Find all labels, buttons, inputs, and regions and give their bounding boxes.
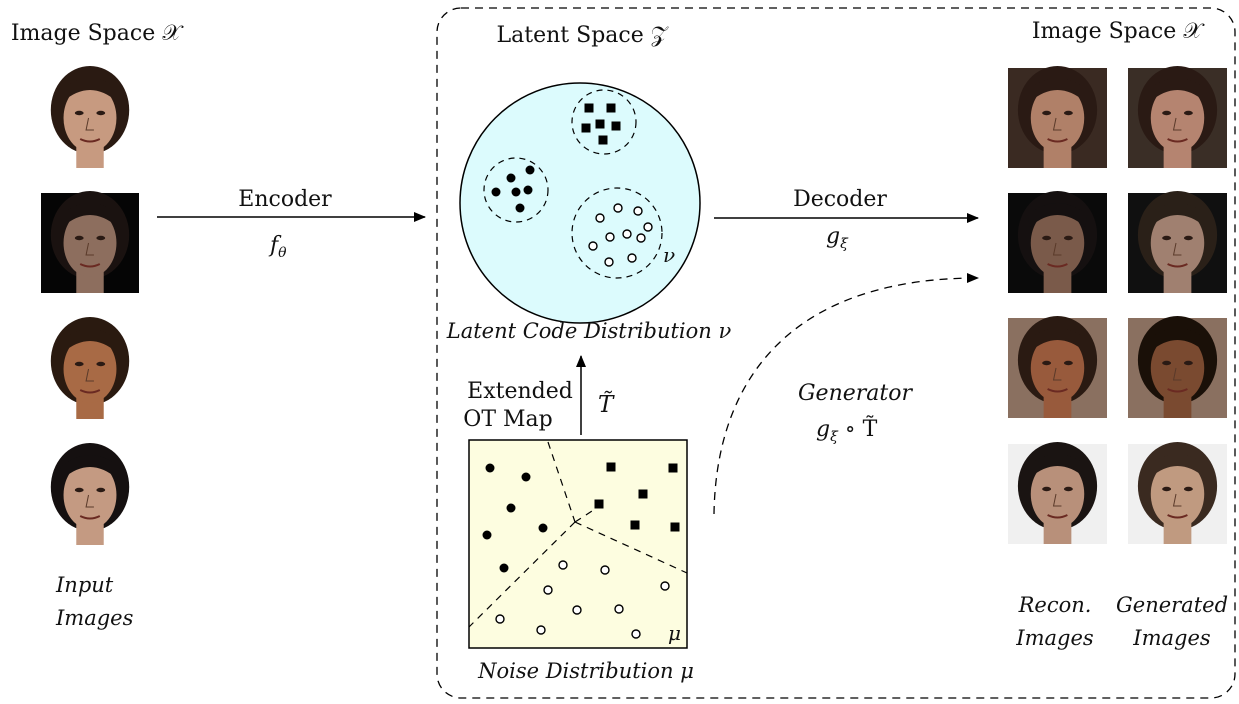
noise-dot-point	[506, 503, 516, 513]
latent-circle-point	[622, 229, 632, 239]
cluster-circles-boundary	[571, 187, 663, 279]
latent-distribution-circle	[459, 82, 701, 324]
decoder-symbol: gξ	[826, 224, 849, 252]
latent-circle-point	[613, 203, 623, 213]
input-face-column	[41, 66, 139, 545]
noise-square-point	[594, 499, 604, 509]
noise-circle-point	[631, 629, 641, 639]
noise-circle-points	[495, 560, 670, 639]
latent-space-box	[436, 7, 1236, 699]
noise-square-points	[594, 462, 680, 532]
encoder-label: Encoder	[238, 187, 332, 212]
latent-dot-point	[506, 173, 516, 183]
latent-dot-point	[523, 185, 533, 195]
latent-circle-point	[627, 253, 637, 263]
latent-circle-point	[595, 213, 605, 223]
latent-square-point	[598, 135, 608, 145]
input-caption-line1: Input	[55, 573, 114, 597]
latent-dot-point	[491, 187, 501, 197]
face-portrait	[1128, 316, 1227, 418]
latent-space-title: Latent Space 𝒵	[497, 23, 669, 48]
noise-circle-point	[558, 560, 568, 570]
right-image-space-title: Image Space 𝒳	[1032, 19, 1205, 44]
ot-map-symbol: T̃	[598, 392, 615, 418]
latent-square-point	[595, 119, 605, 129]
face-portrait	[41, 66, 139, 168]
ot-map-label-line2: OT Map	[463, 407, 552, 432]
generator-label: Generator	[798, 381, 914, 406]
generator-symbol: gξ ∘ T̃	[816, 416, 878, 445]
recon-caption-line2: Images	[1015, 626, 1094, 650]
cluster-dots-boundary	[483, 157, 549, 223]
decoder-label: Decoder	[793, 187, 887, 212]
latent-square-point	[581, 123, 591, 133]
latent-square-point	[611, 121, 621, 131]
noise-circle-point	[600, 565, 610, 575]
face-portrait	[1008, 191, 1107, 293]
noise-dot-points	[482, 463, 548, 573]
latent-circle-point	[643, 222, 653, 232]
generated-face-column	[1128, 66, 1227, 544]
latent-dot-point	[511, 187, 521, 197]
noise-square-point	[670, 522, 680, 532]
generated-caption-line2: Images	[1132, 626, 1211, 650]
noise-caption: Noise Distribution μ	[477, 659, 694, 683]
face-portrait	[41, 191, 139, 293]
face-portrait	[1008, 66, 1107, 168]
generator-arrow	[713, 273, 979, 515]
noise-circle-point	[495, 614, 505, 624]
face-portrait	[1128, 66, 1227, 168]
noise-symbol: μ	[668, 621, 681, 645]
left-image-space-title: Image Space 𝒳	[11, 21, 184, 46]
noise-square-point	[630, 520, 640, 530]
face-portrait	[1128, 191, 1227, 293]
generated-caption-line1: Generated	[1116, 593, 1228, 617]
face-portrait	[1128, 442, 1227, 544]
noise-circle-point	[543, 585, 553, 595]
face-portrait	[1008, 442, 1107, 544]
input-caption-line2: Images	[55, 606, 134, 630]
face-portrait	[41, 443, 139, 545]
latent-circle-point	[604, 257, 614, 267]
latent-square-point	[606, 103, 616, 113]
noise-circle-point	[614, 604, 624, 614]
noise-dot-point	[538, 523, 548, 533]
recon-face-column	[1008, 66, 1107, 544]
recon-caption-line1: Recon.	[1018, 593, 1092, 617]
encoder-symbol: fθ	[268, 233, 287, 261]
latent-square-points	[581, 103, 621, 145]
latent-circle-points	[588, 203, 653, 267]
latent-dot-point	[515, 203, 525, 213]
latent-code-caption: Latent Code Distribution ν	[446, 319, 732, 343]
noise-square-point	[668, 463, 678, 473]
noise-dot-point	[521, 472, 531, 482]
noise-circle-point	[660, 581, 670, 591]
cluster-squares-boundary	[571, 89, 637, 155]
latent-dot-points	[491, 165, 535, 213]
latent-circle-point	[633, 206, 643, 216]
noise-dot-point	[485, 463, 495, 473]
noise-dot-point	[499, 563, 509, 573]
latent-dot-point	[525, 165, 535, 175]
noise-square-point	[638, 489, 648, 499]
noise-circle-point	[536, 625, 546, 635]
latent-circle-symbol: ν	[663, 243, 675, 267]
latent-square-point	[584, 103, 594, 113]
noise-circle-point	[572, 605, 582, 615]
latent-circle-point	[588, 241, 598, 251]
latent-circle-point	[605, 232, 615, 242]
latent-circle-point	[636, 233, 646, 243]
ot-map-label-line1: Extended	[467, 379, 573, 404]
noise-dot-point	[482, 530, 492, 540]
face-portrait	[41, 317, 139, 419]
face-portrait	[1008, 316, 1107, 418]
noise-square-point	[606, 462, 616, 472]
